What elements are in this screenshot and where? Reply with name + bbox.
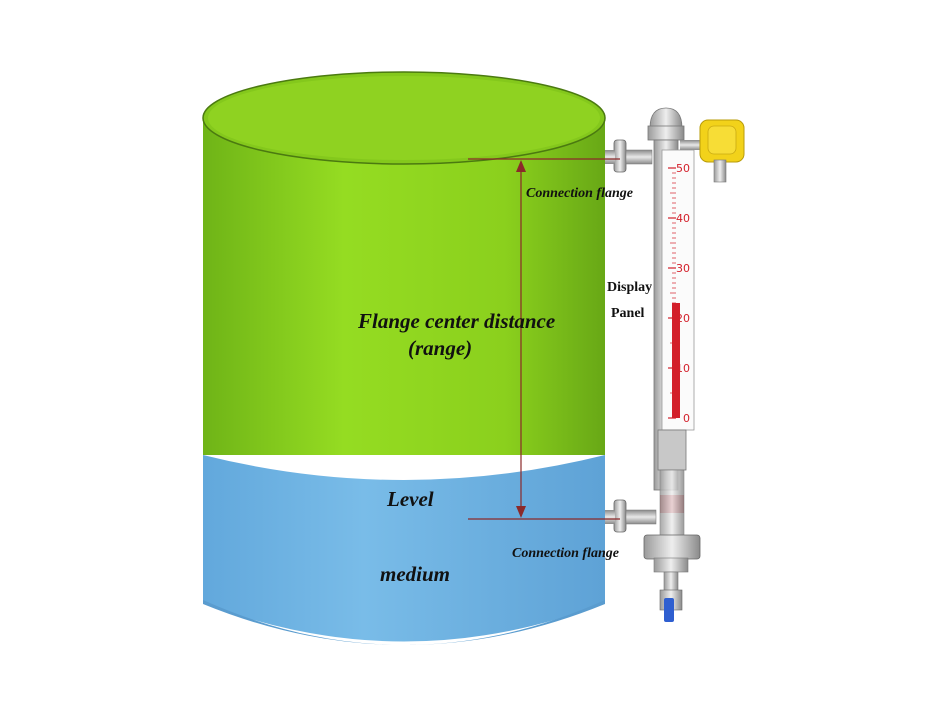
tank-body — [203, 118, 605, 455]
valve-handle — [664, 598, 674, 622]
gauge-bottom-body — [653, 557, 689, 573]
bottom-flange-neck — [605, 510, 615, 524]
drain-valve-icon — [659, 589, 683, 622]
display-label: Display — [607, 280, 653, 295]
level-transmitter-icon — [680, 119, 745, 183]
top-flange-label: Connection flange — [526, 186, 633, 201]
transmitter-arm — [680, 140, 708, 150]
tank-top-inner — [208, 76, 600, 160]
gauge-cap-collar — [647, 125, 685, 141]
scale-tick-label: 40 — [676, 212, 690, 225]
tank — [202, 71, 606, 645]
range-label: Flange center distance — [358, 309, 556, 333]
level-label: Level — [387, 487, 434, 511]
scale-tick-label: 30 — [676, 262, 690, 275]
bottom-flange — [605, 499, 657, 533]
gauge-top-cap — [649, 107, 683, 129]
gauge-bottom-flange — [643, 534, 701, 560]
scale-tick-label: 0 — [683, 412, 690, 425]
bottom-flange-pipe — [625, 509, 657, 525]
gauge-lower-tube — [659, 469, 685, 541]
transmitter-gland — [713, 159, 727, 183]
range-arrow-bottom — [516, 506, 526, 518]
range-arrow-top — [516, 160, 526, 172]
bottom-flange-plate — [613, 499, 627, 533]
range-sublabel: (range) — [408, 336, 473, 360]
tank-medium — [203, 455, 605, 642]
level-indicator-bar — [672, 303, 680, 418]
top-flange-neck — [605, 150, 615, 164]
gauge-lower-body — [657, 429, 687, 471]
panel-label: Panel — [611, 306, 645, 321]
range-dimension — [468, 158, 620, 520]
medium-bottom — [203, 600, 605, 645]
top-flange — [605, 139, 653, 173]
medium-label: medium — [380, 562, 451, 586]
top-flange-plate — [613, 139, 627, 173]
scale-tick-label: 50 — [676, 162, 690, 175]
transmitter-cap — [707, 125, 737, 155]
top-flange-pipe — [625, 149, 653, 165]
bottom-flange-label: Connection flange — [512, 546, 619, 561]
